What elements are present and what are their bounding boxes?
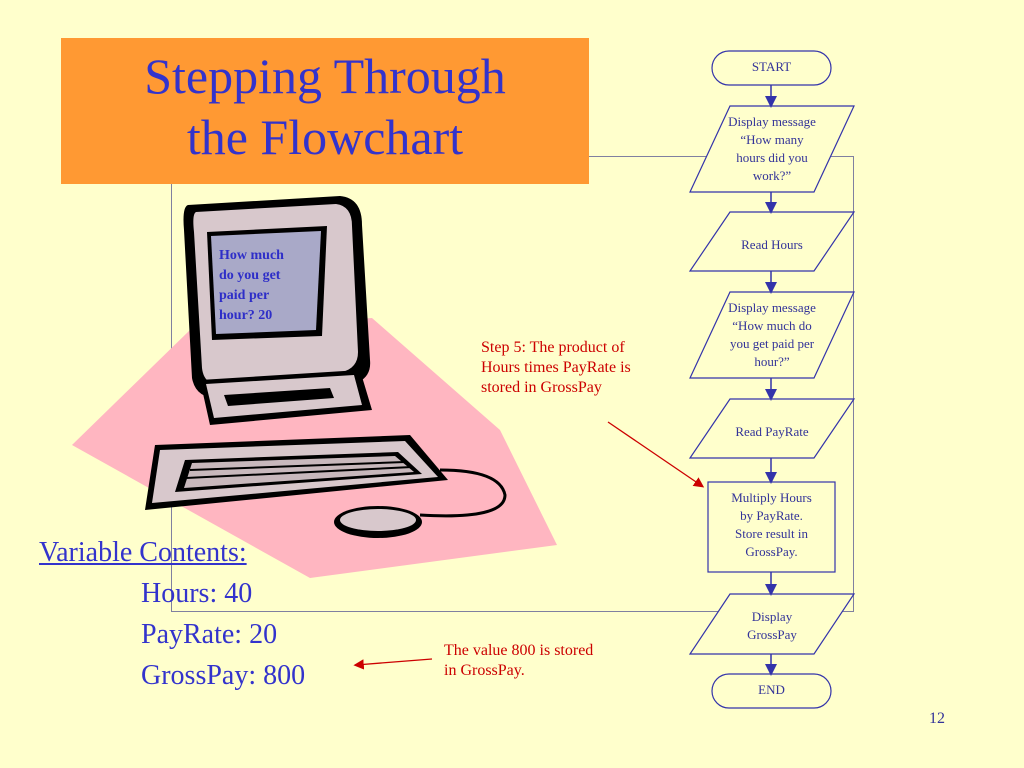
display-grosspay-label: Display GrossPay bbox=[700, 608, 844, 644]
display-hours-io bbox=[689, 105, 855, 193]
annotation-line: Hours times PayRate is bbox=[481, 359, 631, 376]
flow-text-line: by PayRate. bbox=[740, 508, 803, 523]
read-payrate-io bbox=[688, 398, 856, 459]
variable-row-hours: Hours: 40 bbox=[141, 578, 253, 609]
screen-line: paid per bbox=[219, 288, 270, 303]
display-payrate-label: Display message “How much do you get pai… bbox=[700, 299, 844, 371]
start-label: START bbox=[751, 59, 792, 74]
flow-text-line: Store result in bbox=[735, 526, 808, 541]
end-label: END bbox=[758, 682, 785, 697]
variable-row-payrate: PayRate: 20 bbox=[141, 619, 278, 650]
frame-line-right bbox=[853, 156, 854, 611]
annotation-line: Step 5: The product of bbox=[481, 339, 625, 356]
page-number: 12 bbox=[929, 710, 945, 727]
multiply-label: Multiply Hours by PayRate. Store result … bbox=[708, 489, 835, 561]
flow-text-line: Multiply Hours bbox=[731, 490, 812, 505]
step5-pointer-arrow bbox=[607, 421, 705, 488]
flow-text-line: “How many bbox=[740, 132, 804, 147]
read-payrate-label: Read PayRate bbox=[735, 424, 809, 439]
flow-text-line: Display message bbox=[728, 300, 816, 315]
flow-text-line: GrossPay. bbox=[745, 544, 798, 559]
value-stored-annotation: The value 800 is stored in GrossPay. bbox=[444, 641, 593, 681]
monitor-screen-text: How much do you get paid per hour? 20 bbox=[219, 246, 307, 326]
variable-row-grosspay: GrossPay: 800 bbox=[141, 660, 306, 691]
read-hours-label: Read Hours bbox=[741, 237, 803, 252]
annotation-line: stored in GrossPay bbox=[481, 379, 602, 396]
screen-line: hour? 20 bbox=[219, 308, 273, 323]
flow-text-line: Display message bbox=[728, 114, 816, 129]
title-line: the Flowchart bbox=[186, 109, 464, 165]
slide-title: Stepping Through the Flowchart bbox=[61, 38, 589, 184]
mouse-cable bbox=[419, 468, 507, 518]
variable-contents-heading: Variable Contents: bbox=[39, 537, 247, 568]
display-hours-label: Display message “How many hours did you … bbox=[700, 113, 844, 185]
screen-line: do you get bbox=[219, 268, 281, 283]
step5-annotation: Step 5: The product of Hours times PayRa… bbox=[481, 338, 631, 398]
screen-line: How much bbox=[219, 248, 284, 263]
flow-text-line: hour?” bbox=[754, 354, 790, 369]
frame-line-bottom bbox=[171, 611, 854, 612]
flow-text-line: hours did you bbox=[736, 150, 808, 165]
display-payrate-io bbox=[689, 291, 855, 379]
read-hours-io bbox=[688, 211, 856, 272]
flow-text-line: “How much do bbox=[732, 318, 812, 333]
multiply-process bbox=[707, 481, 836, 573]
variable-contents: Variable Contents: Hours: 40 PayRate: 20… bbox=[39, 532, 305, 696]
annotation-line: in GrossPay. bbox=[444, 662, 525, 679]
title-line: Stepping Through bbox=[144, 48, 506, 104]
annotation-line: The value 800 is stored bbox=[444, 642, 594, 659]
flow-text-line: Display bbox=[751, 609, 793, 624]
flow-text-line: GrossPay bbox=[747, 627, 797, 642]
flow-text-line: work?” bbox=[752, 168, 792, 183]
monitor-screen-glass bbox=[211, 231, 321, 334]
flow-text-line: you get paid per bbox=[729, 336, 815, 351]
value-pointer-arrow bbox=[353, 658, 433, 670]
display-grosspay-io bbox=[688, 593, 856, 655]
